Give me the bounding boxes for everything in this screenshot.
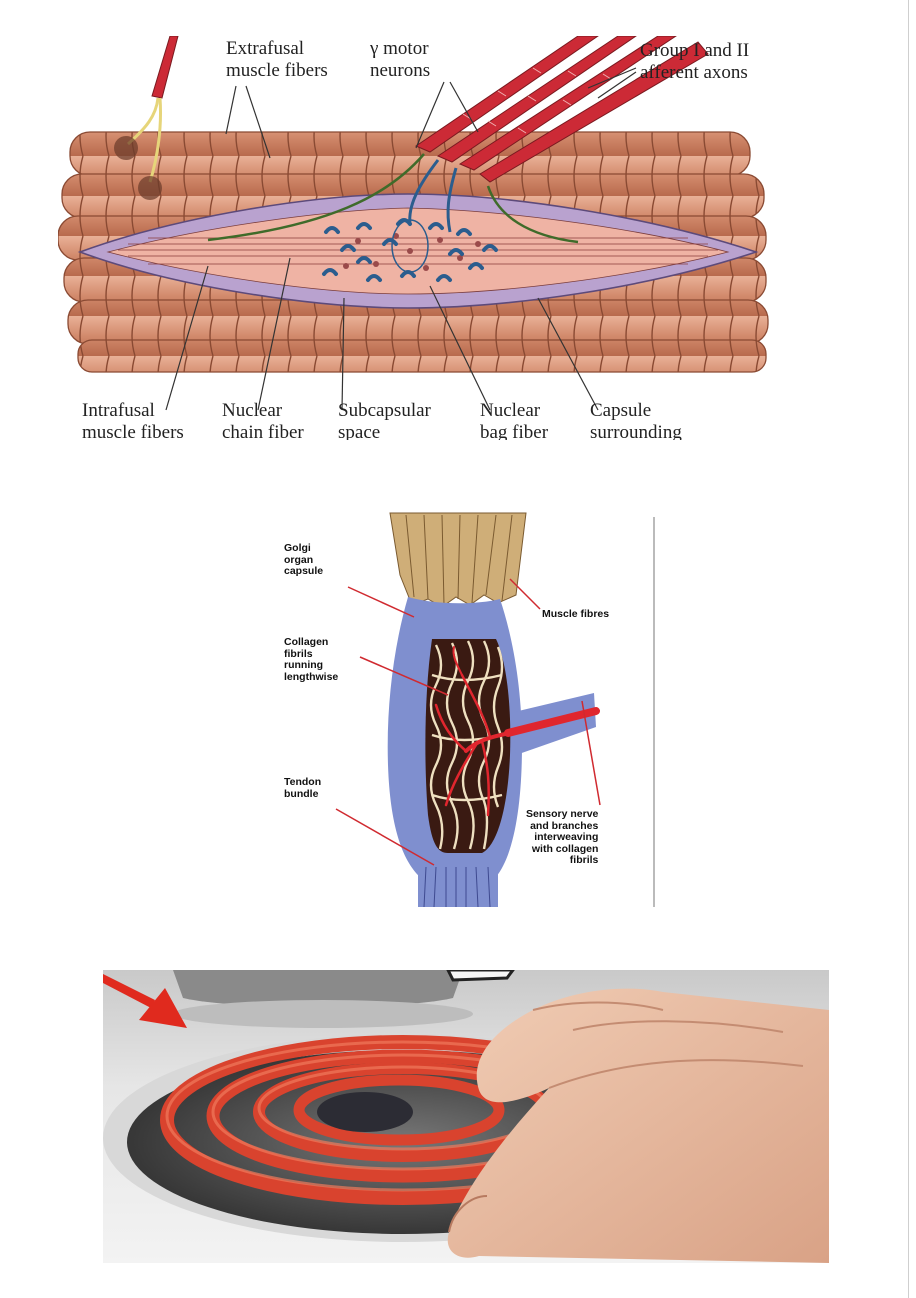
hot-stove-photo <box>103 970 829 1263</box>
label-collagen-fibrils: Collagen fibrils running lengthwise <box>284 636 339 683</box>
label-capsule: Capsule surrounding <box>590 400 682 440</box>
axon-bundle <box>114 36 709 244</box>
tendon-core <box>425 639 511 853</box>
stove-photo-illustration <box>103 970 829 1263</box>
label-golgi-capsule: Golgi organ capsule <box>284 542 324 577</box>
leader-lines <box>165 67 637 411</box>
page-divider <box>908 0 909 1298</box>
muscle-fibre-bundle <box>389 512 527 608</box>
label-afferent: Group I and II afferent axons <box>640 40 750 83</box>
label-gamma-motor: γ motor neurons <box>370 38 431 81</box>
label-intrafusal: Intrafusal muscle fibers <box>82 400 184 440</box>
red-arrow <box>103 974 187 1028</box>
spindle-capsule <box>77 193 759 309</box>
label-chain-fiber: Nuclear chain fiber <box>222 400 304 440</box>
label-sensory-nerve: Sensory nerve and branches interweaving … <box>526 808 599 866</box>
label-tendon-bundle: Tendon bundle <box>284 776 322 800</box>
sensory-nerve <box>434 646 600 817</box>
label-subcapsular: Subcapsular space <box>338 400 431 440</box>
label-muscle-fibres: Muscle fibres <box>542 608 610 620</box>
label-bag-fiber: Nuclear bag fiber <box>480 400 549 440</box>
burnt-residue <box>317 1092 413 1132</box>
leader-lines <box>335 578 601 866</box>
golgi-organ-illustration <box>335 512 655 908</box>
golgi-tendon-organ-figure: Golgi organ capsule Muscle fibres Collag… <box>276 505 660 910</box>
label-extrafusal: Extrafusal muscle fibers <box>226 38 328 81</box>
hand <box>447 988 829 1263</box>
pot <box>173 970 463 1007</box>
muscle-spindle-figure: Extrafusal muscle fibers γ motor neurons… <box>58 36 772 440</box>
tendon-bundle-fibres <box>418 865 498 908</box>
muscle-spindle-illustration <box>58 36 769 411</box>
